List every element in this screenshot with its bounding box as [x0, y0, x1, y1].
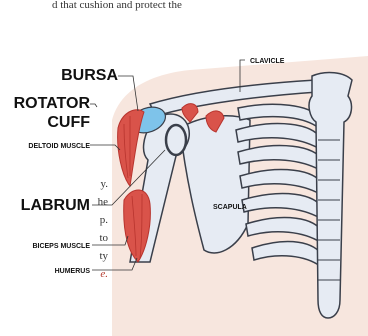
label-clavicle: CLAVICLE [250, 58, 285, 65]
label-rotator-cuff-line2: CUFF [47, 114, 90, 131]
label-deltoid-muscle: DELTOID MUSCLE [28, 143, 90, 150]
label-biceps-muscle: BICEPS MUSCLE [32, 243, 90, 250]
label-bursa: BURSA [61, 67, 118, 84]
label-humerus: HUMERUS [55, 268, 91, 275]
label-labrum: LABRUM [21, 197, 90, 214]
label-rotator-cuff-line1: ROTATOR [14, 95, 91, 112]
label-scapula: SCAPULA [213, 204, 247, 211]
